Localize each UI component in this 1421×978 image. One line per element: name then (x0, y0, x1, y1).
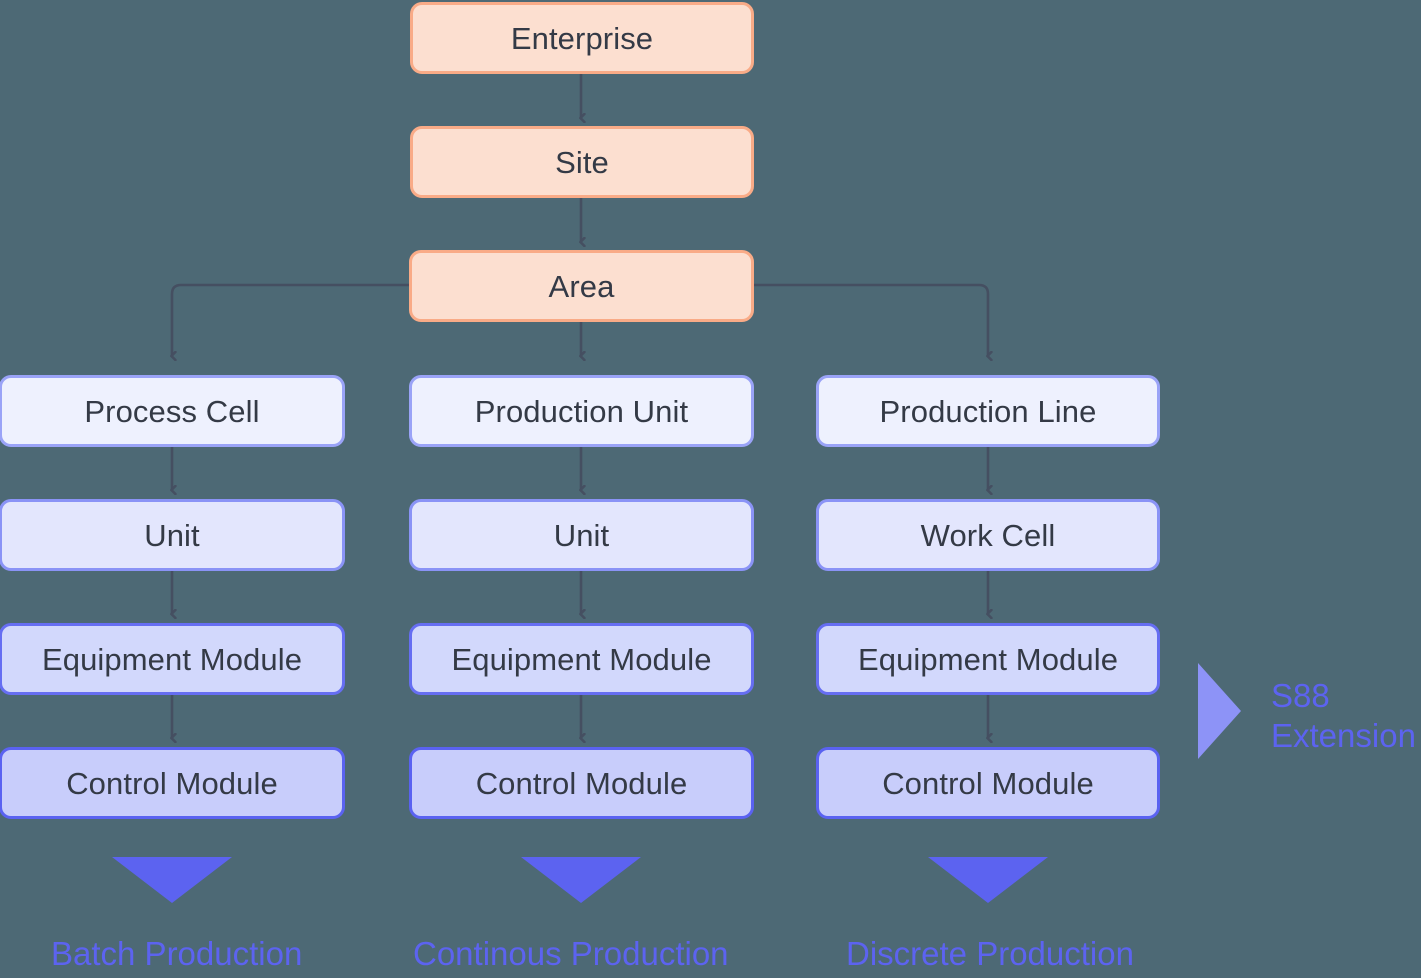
node-enterprise[interactable]: Enterprise (410, 2, 754, 74)
outcome-label-discrete: Discrete Production (846, 935, 1134, 972)
node-production-unit[interactable]: Production Unit (409, 375, 754, 447)
node-continuous-control-module[interactable]: Control Module (409, 747, 754, 819)
continuous-outcome-arrow-icon (521, 857, 641, 903)
s88-extension-arrow-icon (1198, 663, 1241, 759)
node-discrete-control-module[interactable]: Control Module (816, 747, 1160, 819)
node-continuous-unit[interactable]: Unit (409, 499, 754, 571)
edge-area-process-cell (172, 283, 411, 356)
node-process-cell[interactable]: Process Cell (0, 375, 345, 447)
edge-area-production-line (752, 283, 988, 356)
outcome-label-continuous: Continous Production (413, 935, 729, 972)
node-discrete-equipment-module[interactable]: Equipment Module (816, 623, 1160, 695)
node-batch-control-module[interactable]: Control Module (0, 747, 345, 819)
node-work-cell[interactable]: Work Cell (816, 499, 1160, 571)
node-batch-equipment-module[interactable]: Equipment Module (0, 623, 345, 695)
s88-extension-line2: Extension (1271, 717, 1416, 755)
node-area[interactable]: Area (409, 250, 754, 322)
node-batch-unit[interactable]: Unit (0, 499, 345, 571)
node-production-line[interactable]: Production Line (816, 375, 1160, 447)
s88-extension-line1: S88 (1271, 677, 1330, 714)
s88-extension-label: S88 Extension (1271, 676, 1416, 757)
discrete-outcome-arrow-icon (928, 857, 1048, 903)
batch-outcome-arrow-icon (112, 857, 232, 903)
node-site[interactable]: Site (410, 126, 754, 198)
outcome-label-batch: Batch Production (51, 935, 303, 972)
node-continuous-equipment-module[interactable]: Equipment Module (409, 623, 754, 695)
